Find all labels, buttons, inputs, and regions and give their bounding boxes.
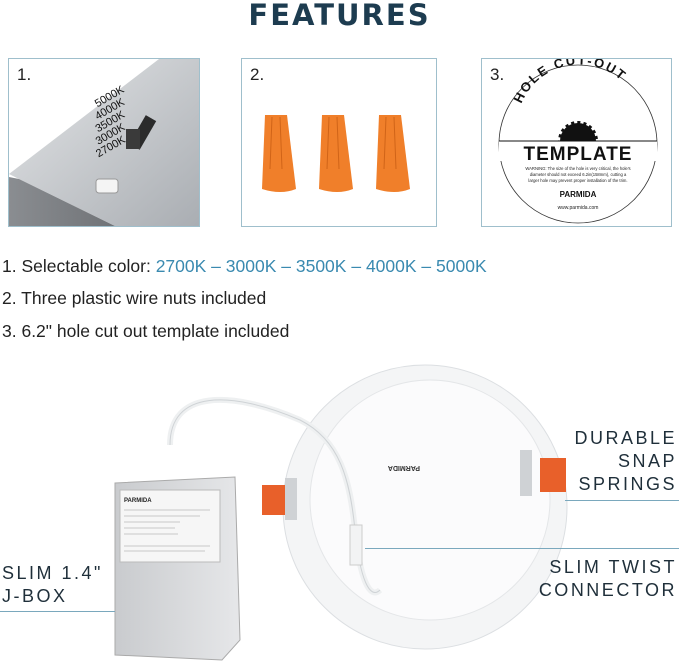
callout-line [365, 548, 679, 549]
panel-number: 2. [250, 65, 265, 84]
wire-nut-icon [262, 115, 296, 192]
callout-jbox: SLIM 1.4" J-BOX [2, 562, 103, 608]
template-website: www.parmida.com [558, 205, 599, 211]
panel-number: 3. [490, 65, 505, 84]
feature-line-3: 3. 6.2" hole cut out template included [2, 321, 290, 341]
separator: – [346, 256, 366, 276]
wire-nuts-image [262, 115, 410, 192]
twist-connector [349, 524, 363, 566]
temperature: 3000K [225, 256, 277, 276]
product-label-brand: PARMIDA [388, 464, 420, 471]
callout-line [0, 611, 115, 612]
spring-clip-right [540, 458, 566, 492]
jbox-label-brand: PARMIDA [124, 498, 152, 504]
callout-text: SLIM 1.4" [2, 563, 103, 583]
callout-line [565, 500, 679, 501]
wire-nut-icon [376, 115, 410, 192]
callout-text: DURABLE [574, 428, 677, 448]
product-illustration: PARMIDA PARMIDA [114, 364, 568, 661]
cutout-template-image: HOLE CUT-OUT TEMPLATE WARNING: The size … [498, 59, 658, 224]
feature-label: 1. Selectable color: [2, 256, 156, 276]
separator: – [416, 256, 437, 276]
junction-box-image: PARMIDA [114, 476, 241, 661]
template-warning: WARNING: The size of the hole is very cr… [525, 166, 630, 171]
temperature: 3500K [295, 256, 347, 276]
callout-twist-connector: SLIM TWIST CONNECTOR [539, 556, 677, 602]
downlight-image: PARMIDA [262, 364, 568, 650]
callout-text: SLIM TWIST [549, 557, 677, 577]
feature-line-2: 2. Three plastic wire nuts included [2, 288, 267, 308]
panel-wire-nuts: 2. [241, 58, 437, 227]
temperature: 5000K [436, 256, 487, 276]
wire-nut-icon [319, 115, 353, 192]
separator: – [276, 256, 296, 276]
panel-number: 1. [17, 65, 32, 84]
panel-color-switch: 1. 5000K 4000K 3500K 3000K 2700K [8, 58, 200, 227]
template-brand-logo: PARMIDA [560, 190, 597, 199]
color-switch-image: 5000K 4000K 3500K 3000K 2700K [9, 59, 199, 226]
template-heading: TEMPLATE [524, 144, 633, 165]
template-warning: diameter should not exceed 6.2in(158mm),… [530, 172, 627, 177]
callout-text: J-BOX [2, 586, 68, 606]
page-title: FEATURES [248, 0, 431, 32]
callout-snap-springs: DURABLE SNAP SPRINGS [574, 427, 677, 496]
temperature: 4000K [365, 256, 417, 276]
separator: – [206, 256, 226, 276]
callout-text: SPRINGS [578, 474, 677, 494]
template-warning: larger hole may prevent proper installat… [528, 178, 627, 183]
temperature: 2700K [155, 256, 207, 276]
feature-line-1: 1. Selectable color: 2700K – 3000K – 350… [2, 256, 487, 277]
callout-text: CONNECTOR [538, 580, 677, 600]
callout-text: SNAP [617, 451, 677, 471]
panel-cutout-template: 3. HOLE CUT-OUT TEMPLATE WARNING: The si… [481, 58, 672, 227]
